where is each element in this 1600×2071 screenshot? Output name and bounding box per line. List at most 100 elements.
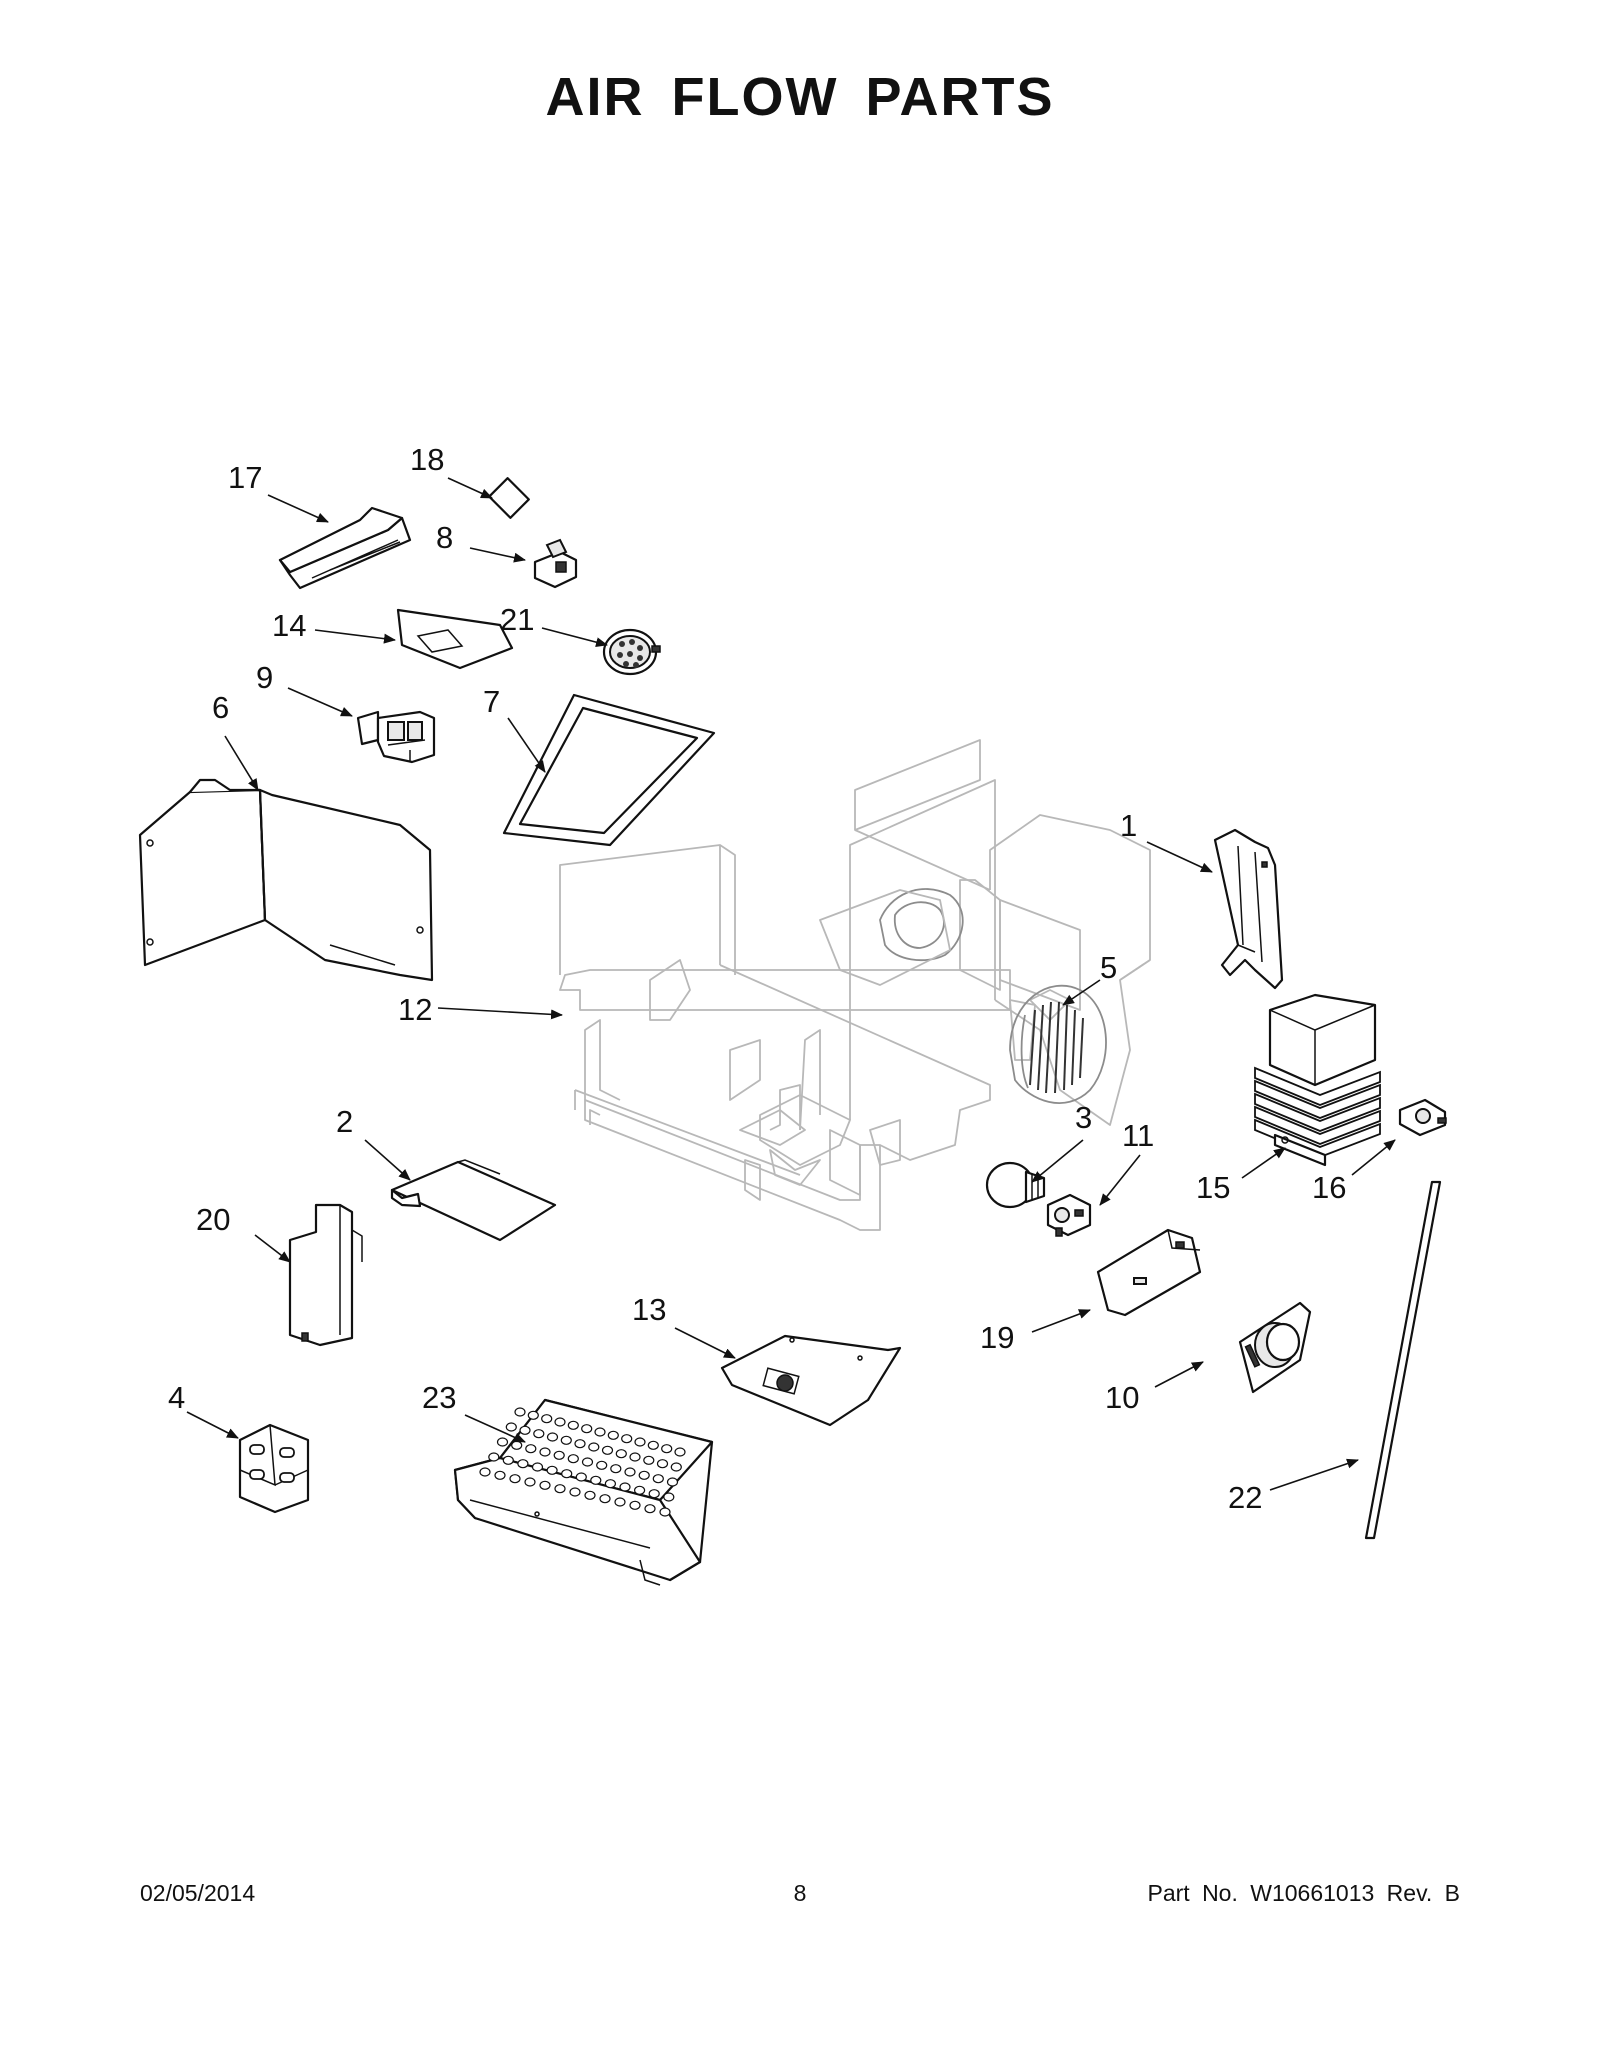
callout-20: 20 [196, 1202, 230, 1237]
part-2-shield [390, 1159, 557, 1242]
grille-hole [509, 1474, 521, 1484]
grille-hole [496, 1437, 509, 1447]
grille-hole [621, 1434, 633, 1444]
part-19-board [1096, 1228, 1202, 1317]
grille-hole [629, 1500, 641, 1510]
grille-hole [647, 1440, 659, 1450]
grille-hole [633, 1485, 646, 1495]
cavity-base-part-12 [559, 739, 1151, 1231]
part-7-filter-frame [502, 693, 716, 847]
grille-hole [601, 1445, 614, 1455]
footer-page-number: 8 [793, 1880, 807, 1906]
grille-hole [494, 1470, 506, 1480]
part-9-damper [356, 710, 436, 764]
grille-hole [546, 1432, 559, 1442]
callout-10: 10 [1105, 1380, 1139, 1415]
grille-hole [546, 1465, 558, 1475]
grille-hole [643, 1455, 655, 1465]
part-22-rod [1364, 1180, 1442, 1540]
part-18-pad [488, 477, 530, 519]
grille-hole [539, 1480, 551, 1490]
callout-6: 6 [212, 690, 229, 725]
grille-hole [644, 1504, 656, 1514]
grille-hole [594, 1427, 606, 1437]
part-13-base-plate [720, 1334, 902, 1427]
grille-hole [590, 1475, 602, 1485]
grille-hole [629, 1452, 641, 1462]
part-15-transformer [1254, 993, 1381, 1167]
grille-hole [533, 1429, 545, 1439]
callout-12: 12 [398, 992, 432, 1027]
grille-hole [525, 1444, 537, 1454]
callout-13: 13 [632, 1292, 666, 1327]
grille-hole [663, 1492, 675, 1502]
grille-hole [652, 1474, 664, 1484]
grille-hole [661, 1444, 673, 1454]
part-11-socket [1046, 1193, 1092, 1237]
callout-4: 4 [168, 1380, 185, 1415]
grille-hole [666, 1477, 679, 1487]
grille-hole [619, 1482, 631, 1492]
callout-22: 22 [1228, 1480, 1262, 1515]
callout-7: 7 [483, 684, 500, 719]
grille-hole [607, 1430, 619, 1440]
footer-date: 02/05/2014 [140, 1880, 256, 1906]
callout-9: 9 [256, 660, 273, 695]
part-8-switch [533, 538, 578, 589]
part-23-grille [453, 1398, 714, 1586]
part-3-bulb [985, 1161, 1046, 1209]
part-17-cover [278, 506, 412, 590]
callout-8: 8 [436, 520, 453, 555]
grille-hole [610, 1464, 622, 1474]
callout-5: 5 [1100, 950, 1117, 985]
callout-14: 14 [272, 608, 306, 643]
callout-numbers: 17 18 8 14 21 9 7 6 1 5 12 3 11 15 16 2 … [168, 442, 1346, 1515]
grille-hole [569, 1487, 581, 1497]
grille-hole [574, 1439, 586, 1449]
grille-hole [615, 1449, 627, 1459]
grille-hole [567, 1454, 579, 1464]
callout-arrows [186, 477, 1396, 1491]
grille-hole [584, 1490, 596, 1500]
grille-hole [561, 1469, 573, 1479]
grille-hole [488, 1452, 500, 1462]
grille-hole [614, 1497, 626, 1507]
grille-hole [674, 1447, 686, 1457]
blower-wheel-part-5 [1009, 984, 1107, 1104]
footer-part-number: Part No. W10661013 Rev. B [1147, 1880, 1461, 1906]
grille-hole [502, 1455, 514, 1465]
part-4-bracket [238, 1423, 310, 1514]
part-20-plate [288, 1203, 363, 1347]
part-21-fan [602, 628, 661, 676]
grille-hole [527, 1410, 539, 1420]
grille-hole [599, 1494, 611, 1504]
callout-19: 19 [980, 1320, 1014, 1355]
page-title: AIR FLOW PARTS [545, 67, 1055, 127]
callout-1: 1 [1120, 808, 1137, 843]
part-16-switch [1398, 1098, 1447, 1137]
grille-hole [514, 1407, 526, 1417]
callout-16: 16 [1312, 1170, 1346, 1205]
grille-hole [554, 1417, 566, 1427]
grille-hole [531, 1462, 544, 1472]
callout-2: 2 [336, 1104, 353, 1139]
grille-hole [567, 1420, 579, 1430]
part-14-plate [396, 608, 514, 670]
grille-hole [604, 1479, 617, 1489]
grille-hole [539, 1447, 551, 1457]
grille-hole [659, 1507, 671, 1517]
grille-hole [581, 1457, 594, 1467]
grille-hole [541, 1414, 553, 1424]
grille-hole [581, 1424, 593, 1434]
grille-hole [524, 1477, 536, 1487]
part-1-bracket [1213, 828, 1284, 990]
grille-hole [517, 1459, 529, 1469]
callout-17: 17 [228, 460, 262, 495]
grille-hole [634, 1437, 646, 1447]
callout-15: 15 [1196, 1170, 1230, 1205]
grille-hole [554, 1484, 566, 1494]
callout-18: 18 [410, 442, 444, 477]
grille-hole [648, 1489, 660, 1499]
grille-hole [479, 1467, 491, 1477]
